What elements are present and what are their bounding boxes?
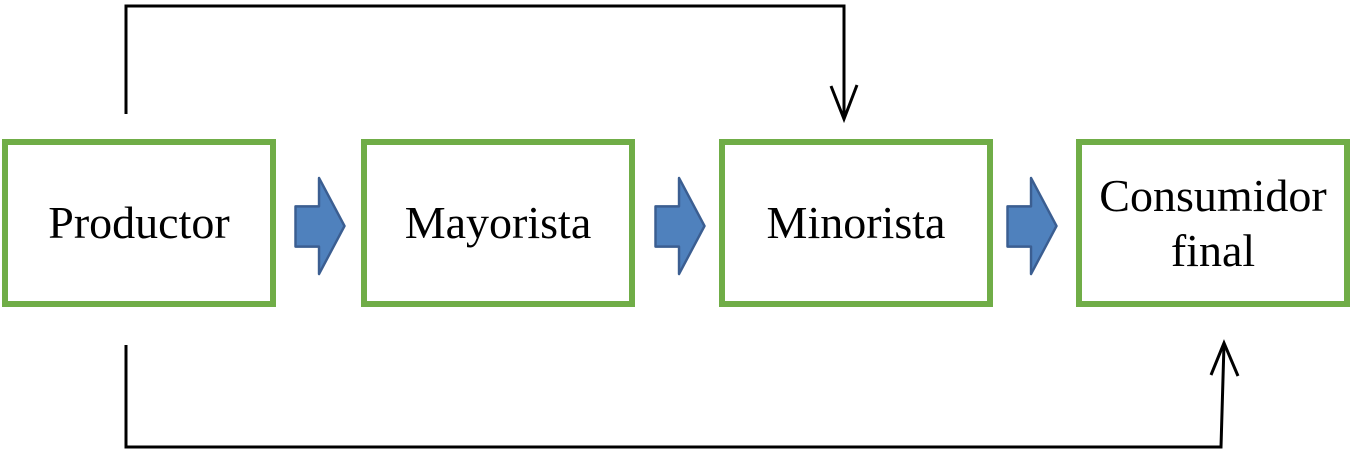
top-bypass-arrowhead-icon bbox=[829, 84, 859, 124]
node-consumidor-final: Consumidor final bbox=[1076, 139, 1350, 307]
block-arrow-right-icon bbox=[294, 176, 346, 276]
block-arrow-right-icon bbox=[654, 176, 706, 276]
block-arrow-right-icon bbox=[1006, 176, 1058, 276]
bottom-bypass-connector-line bbox=[124, 343, 1226, 449]
node-consumidor-final-label: Consumidor final bbox=[1099, 169, 1327, 276]
top-bypass-connector-line bbox=[124, 4, 846, 118]
node-minorista-label: Minorista bbox=[766, 197, 946, 249]
node-productor-label: Productor bbox=[48, 197, 230, 249]
node-minorista: Minorista bbox=[719, 139, 993, 307]
bottom-bypass-arrowhead-icon bbox=[1209, 339, 1240, 377]
node-mayorista-label: Mayorista bbox=[404, 197, 592, 249]
node-mayorista: Mayorista bbox=[361, 139, 635, 307]
node-productor: Productor bbox=[2, 139, 276, 307]
